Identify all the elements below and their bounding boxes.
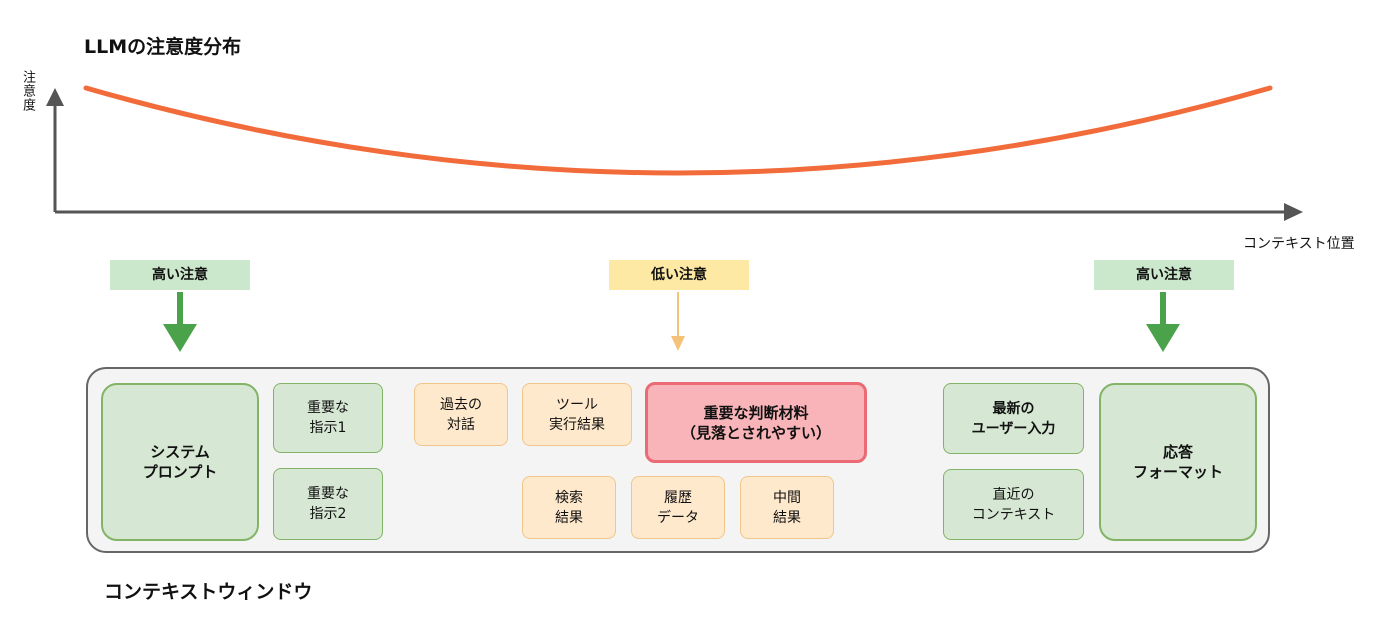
diagram-title: LLMの注意度分布 (84, 36, 242, 58)
y-axis-arrowhead (46, 88, 64, 106)
high-attention-tag-left: 高い注意 (110, 260, 250, 290)
intermediate-result-block: 中間 結果 (740, 476, 834, 539)
important-instruction-1-block: 重要な 指示1 (273, 383, 383, 453)
system-prompt-block: システム プロンプト (101, 383, 259, 541)
low-attention-tag: 低い注意 (609, 260, 749, 290)
x-axis-arrowhead (1284, 203, 1303, 221)
attention-curve-chart (46, 85, 1303, 352)
search-result-block: 検索 結果 (522, 476, 616, 539)
key-material-block: 重要な判断材料 （見落とされやすい） (645, 382, 867, 463)
context-window-label: コンテキストウィンドウ (104, 581, 313, 603)
recent-context-block: 直近の コンテキスト (943, 469, 1084, 540)
past-dialogue-block: 過去の 対話 (414, 383, 508, 446)
y-axis-label: 注意度 (20, 70, 35, 112)
history-data-block: 履歴 データ (631, 476, 725, 539)
tool-result-block: ツール 実行結果 (522, 383, 632, 446)
low-attention-arrow-head (671, 336, 685, 351)
attention-curve (83, 85, 1273, 176)
latest-user-input-block: 最新の ユーザー入力 (943, 383, 1084, 454)
high-attention-arrow-left-head (163, 324, 197, 352)
high-attention-arrow-right-head (1146, 324, 1180, 352)
important-instruction-2-block: 重要な 指示2 (273, 468, 383, 540)
response-format-block: 応答 フォーマット (1099, 383, 1257, 541)
high-attention-tag-right: 高い注意 (1094, 260, 1234, 290)
x-axis-label: コンテキスト位置 (1243, 236, 1355, 252)
